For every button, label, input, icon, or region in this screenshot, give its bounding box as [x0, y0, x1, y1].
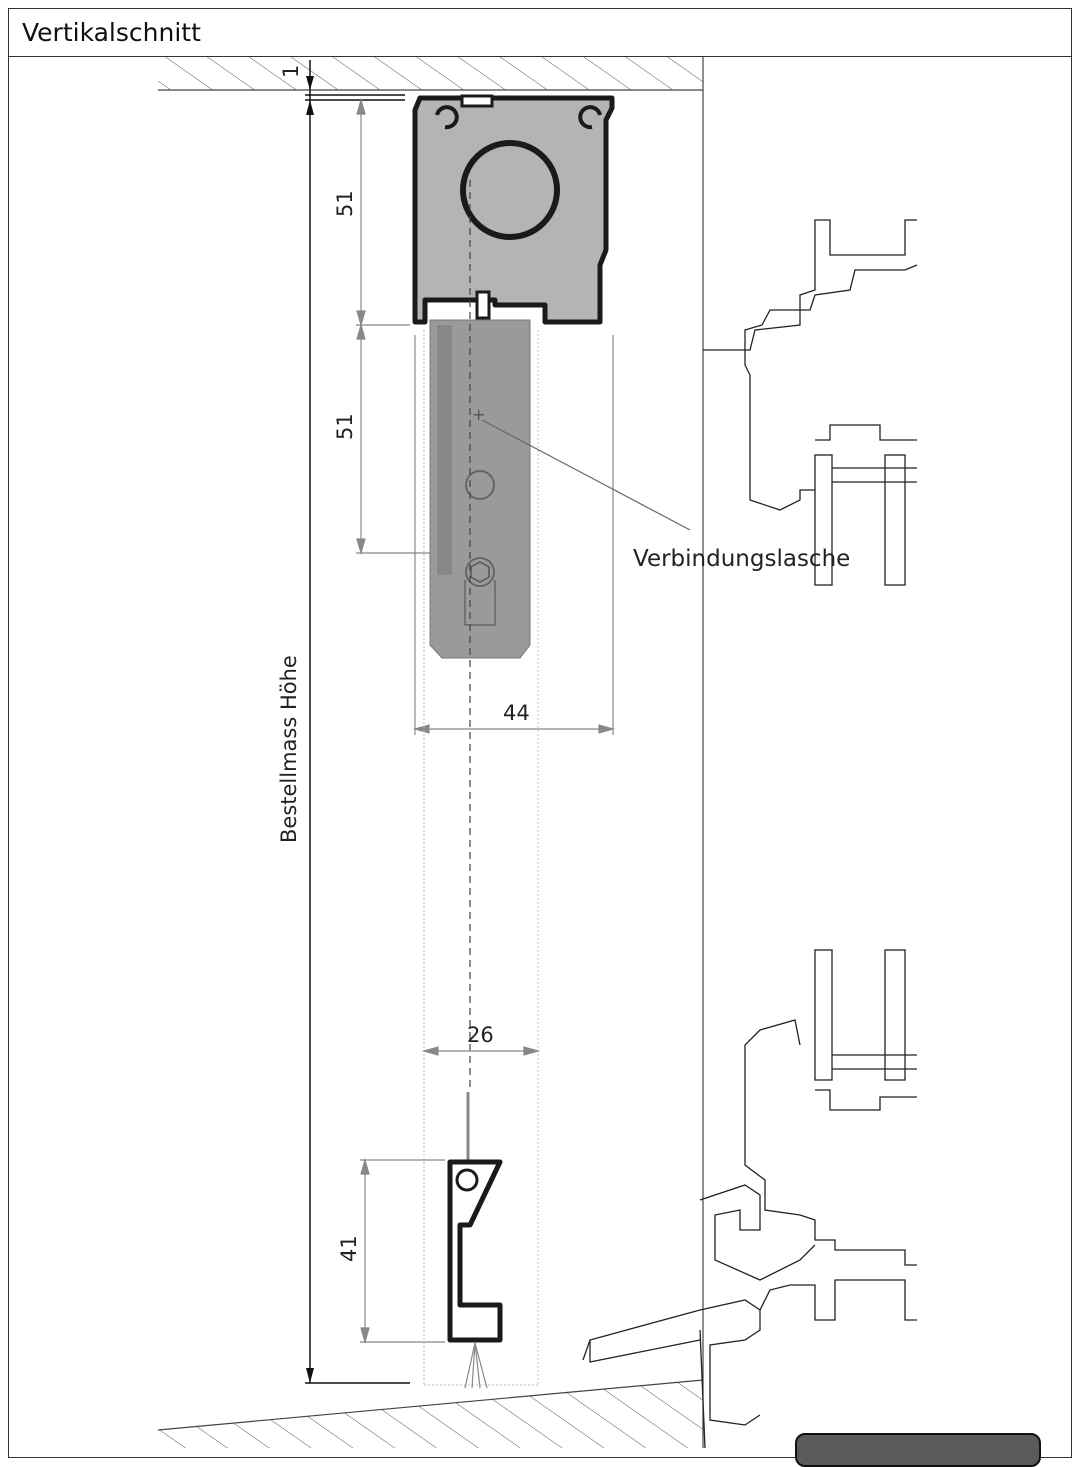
- lower-height-value: 51: [333, 413, 357, 440]
- connector-leader-line: [481, 419, 691, 531]
- travel-path: [423, 330, 539, 1386]
- rail-width-dimension: [421, 1046, 541, 1056]
- window-frame-lower: [582, 949, 917, 1448]
- roller-box-profile: [412, 94, 615, 325]
- order-height-label: Bestellmass Höhe: [277, 655, 301, 843]
- bottom-rail-profile: [447, 1092, 503, 1389]
- connector-label: Verbindungslasche: [633, 546, 850, 572]
- bottom-rail-height-value: 41: [337, 1235, 361, 1262]
- box-width-dimension: [412, 335, 616, 735]
- box-height-dimension: [356, 97, 440, 556]
- drawing-title: Vertikalschnitt: [22, 18, 201, 47]
- roller-shaft: [460, 140, 560, 240]
- title-bar: Vertikalschnitt: [8, 8, 1072, 57]
- rail-width-value: 26: [467, 1023, 494, 1047]
- floor-hatch: [157, 1379, 704, 1448]
- order-height-dimension: Bestellmass Höhe 1: [277, 60, 410, 1384]
- guide-rail: +: [429, 319, 531, 659]
- ceiling-hatch: [158, 57, 703, 91]
- center-mark-icon: +: [472, 405, 485, 424]
- box-height-value: 51: [333, 190, 357, 217]
- window-frame-upper: [703, 219, 918, 586]
- bottom-rail-height-dimension: [360, 1157, 445, 1345]
- box-width-value: 44: [503, 701, 530, 725]
- gap-top-value: 1: [279, 65, 303, 78]
- bottom-tab[interactable]: [795, 1433, 1041, 1467]
